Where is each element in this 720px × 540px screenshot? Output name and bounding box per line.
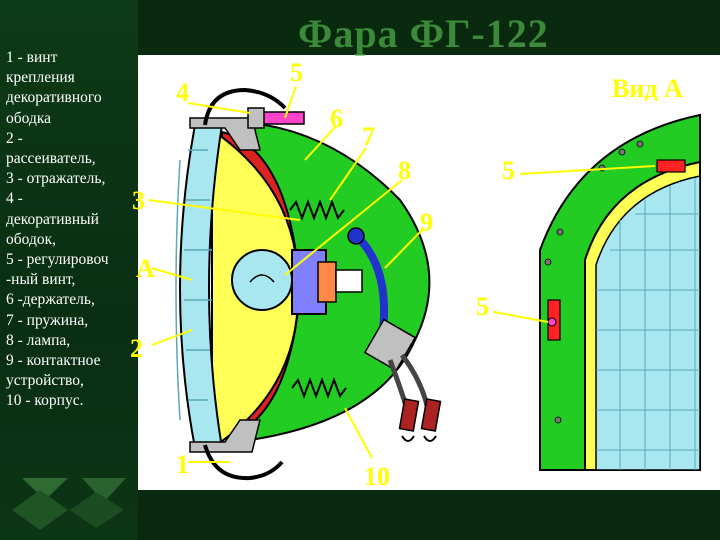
callout-1: 1 [176,450,189,479]
callout-3: 3 [132,186,145,215]
spring [289,199,345,221]
legend-line: 4 - [6,190,23,208]
callout-7: 7 [362,122,375,151]
legend-line: -ный винт, [6,271,76,289]
spring [291,377,347,399]
callout-2: 2 [130,334,143,363]
callout-5-view: 5 [502,156,515,185]
callout-5-view-lower: 5 [476,292,489,321]
legend-line: устройство, [6,372,84,390]
leader-lines [147,85,425,463]
page-title: Фара ФГ-122 [298,11,549,56]
callout-8: 8 [398,156,411,185]
lamp-bulb [231,249,293,311]
headlamp-section [175,87,442,481]
bottom-band [138,490,720,540]
legend-line: 9 - контактное [6,352,101,370]
top-band [138,0,720,62]
callout-4: 4 [176,78,189,107]
legend-line: крепления [6,69,75,87]
legend-line: ободка [6,109,52,127]
legend-line: 1 - винт [6,49,58,66]
legend-line: декоративного [6,89,102,107]
legend-line: декоративный [6,210,99,228]
legend-line: 2 - [6,129,23,147]
legend-line: 6 -держатель, [6,291,95,309]
legend-line: 7 - пружина, [6,311,89,329]
callout-5: 5 [290,58,303,87]
legend-line: 10 - корпус. [6,392,84,410]
ornament-icon [12,478,126,530]
legend-line: рассеиватель, [6,150,96,168]
callout-A: А [136,254,155,283]
legend-line: 3 - отражатель, [6,170,106,188]
legend-line: 5 - регулировоч [6,251,109,269]
legend-line: ободок, [6,230,56,248]
legend-line: 8 - лампа, [6,331,71,349]
left-panel-background [0,0,138,540]
callout-9: 9 [420,208,433,237]
callout-10: 10 [364,462,390,491]
legend: 1 - винт крепления декоративного ободка … [6,48,146,412]
view-a-detail [493,113,701,471]
callout-6: 6 [330,104,343,133]
view-a-label: Вид А [612,74,683,103]
